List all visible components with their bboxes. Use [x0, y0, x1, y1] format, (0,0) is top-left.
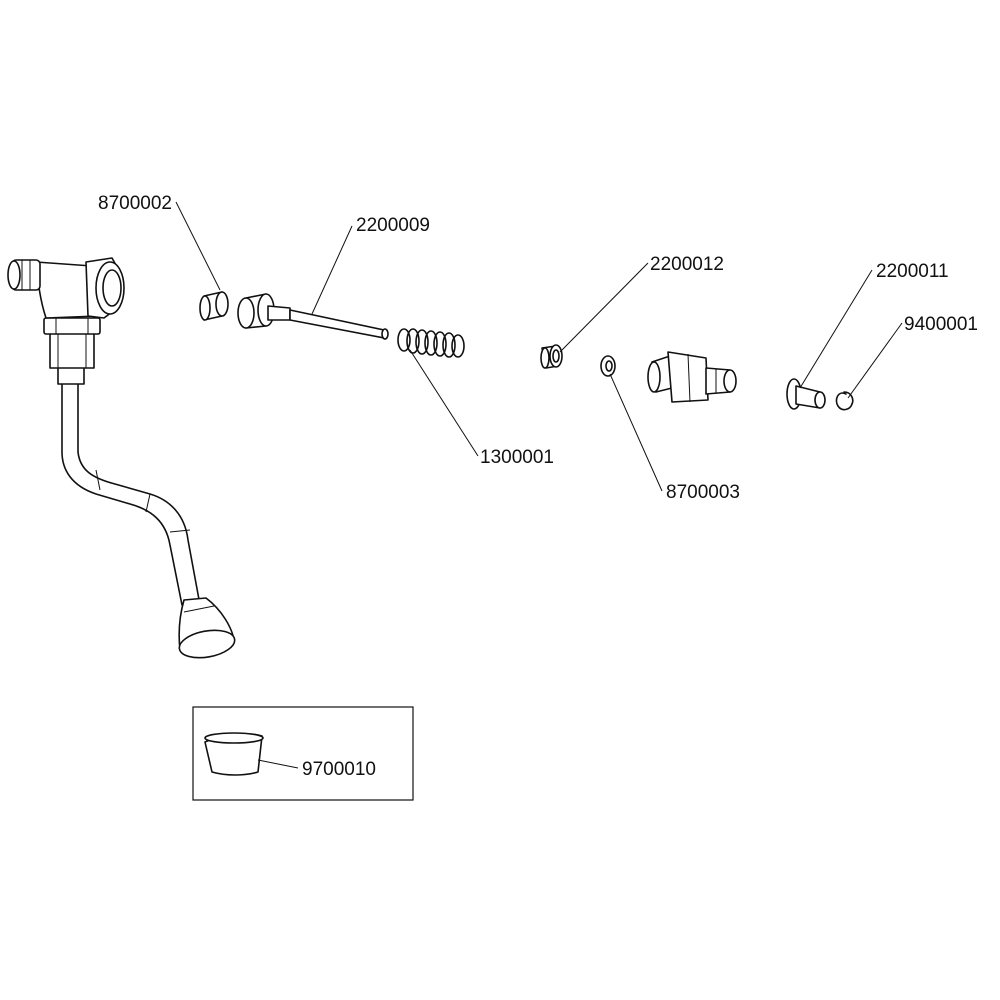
- leader-8700002: [175, 201, 221, 291]
- label-2200012: 2200012: [650, 254, 724, 275]
- leader-1300001: [409, 349, 479, 457]
- part-labels: 8700002 2200009 2200012 2200011 9400001 …: [98, 193, 978, 780]
- part-1300001-spring: [397, 328, 465, 358]
- label-8700003: 8700003: [666, 482, 740, 503]
- valve-body-with-spout: [7, 257, 236, 659]
- part-9700010-sleeve: [204, 732, 264, 776]
- part-8700002-cap: [199, 291, 229, 321]
- label-9700010: 9700010: [302, 759, 376, 780]
- part-2200011-flanged-sleeve: [786, 378, 826, 410]
- leader-lines: [175, 201, 903, 769]
- leader-2200009: [311, 225, 353, 315]
- leader-9700010: [257, 759, 299, 769]
- inset-box: [192, 706, 414, 801]
- leader-2200011: [799, 269, 873, 389]
- label-2200009: 2200009: [356, 215, 430, 236]
- hex-fitting: [647, 351, 737, 403]
- label-2200011: 2200011: [876, 261, 949, 282]
- label-9400001: 9400001: [904, 314, 978, 335]
- label-1300001: 1300001: [480, 447, 554, 468]
- leader-2200012: [559, 262, 649, 353]
- leader-8700003: [609, 373, 663, 492]
- label-8700002: 8700002: [98, 193, 172, 214]
- part-9400001-circlip: [835, 391, 854, 411]
- part-2200012-bushing: [540, 344, 563, 369]
- part-2200009-piston-rod: [237, 293, 389, 340]
- leader-9400001: [847, 322, 903, 399]
- part-8700003-o-ring: [600, 355, 616, 377]
